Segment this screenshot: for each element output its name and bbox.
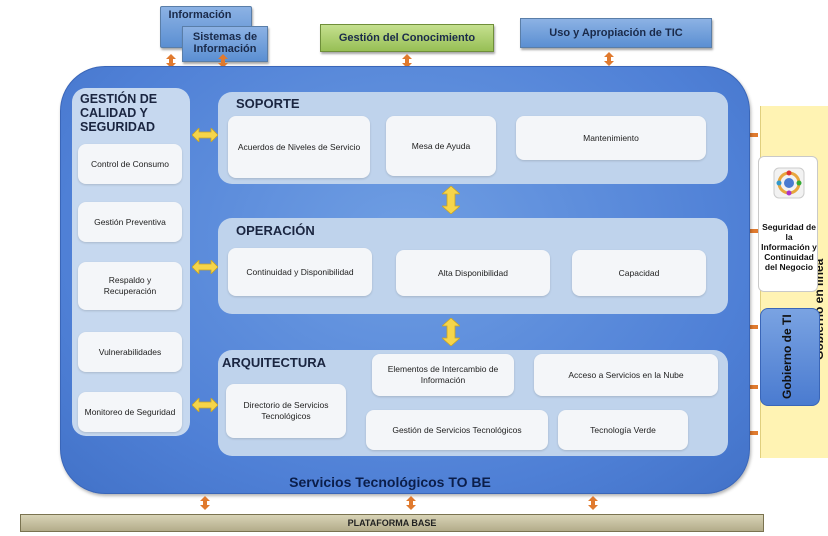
gestion-conocimiento-box: Gestión del Conocimiento — [320, 24, 494, 52]
arrow-uso-apropiacion — [604, 52, 614, 66]
main-caption: Servicios Tecnológicos TO BE — [289, 474, 491, 490]
gestion-servicios-item: Gestión de Servicios Tecnológicos — [366, 410, 548, 450]
acceso-nube-item: Acceso a Servicios en la Nube — [534, 354, 718, 396]
vulnerabilidades-item: Vulnerabilidades — [78, 332, 182, 372]
arrow-sistemas — [218, 54, 228, 68]
acuerdos-niveles-item: Acuerdos de Niveles de Servicio — [228, 116, 370, 178]
calidad-title: GESTIÓN DE CALIDAD Y SEGURIDAD — [80, 92, 158, 134]
uso-apropiacion-box: Uso y Apropiación de TIC — [520, 18, 712, 48]
plataforma-base-bar: PLATAFORMA BASE — [20, 514, 764, 532]
gobierno-ti-label: Gobierno de TI — [780, 314, 794, 400]
arrow-base-1 — [200, 496, 210, 510]
soporte-title: SOPORTE — [236, 96, 300, 111]
monitoreo-seguridad-item: Monitoreo de Seguridad — [78, 392, 182, 432]
respaldo-recuperacion-item: Respaldo y Recuperación — [78, 262, 182, 310]
elementos-intercambio-item: Elementos de Intercambio de Información — [372, 354, 514, 396]
operacion-title: OPERACIÓN — [236, 223, 315, 238]
arrow-base-2 — [406, 496, 416, 510]
seguridad-logo-icon — [773, 167, 805, 199]
double-arrow-soporte — [192, 128, 218, 142]
continuidad-disponibilidad-item: Continuidad y Disponibilidad — [228, 248, 372, 296]
vertical-arrow-2 — [442, 318, 460, 346]
tecnologia-verde-item: Tecnología Verde — [558, 410, 688, 450]
double-arrow-operacion — [192, 260, 218, 274]
seguridad-informacion-label: Seguridad de la Información y Continuida… — [761, 222, 817, 272]
arrow-base-3 — [588, 496, 598, 510]
arquitectura-title: ARQUITECTURA — [222, 355, 326, 370]
gestion-preventiva-item: Gestión Preventiva — [78, 202, 182, 242]
gobierno-ti-box — [760, 308, 820, 406]
mantenimiento-item: Mantenimiento — [516, 116, 706, 160]
vertical-arrow-1 — [442, 186, 460, 214]
double-arrow-arquitectura — [192, 398, 218, 412]
control-consumo-item: Control de Consumo — [78, 144, 182, 184]
informacion-label: Información — [168, 9, 232, 21]
mesa-ayuda-item: Mesa de Ayuda — [386, 116, 496, 176]
arrow-gestion-conocimiento — [402, 54, 412, 68]
capacidad-item: Capacidad — [572, 250, 706, 296]
directorio-servicios-item: Directorio de Servicios Tecnológicos — [226, 384, 346, 438]
arrow-informacion — [166, 54, 176, 68]
alta-disponibilidad-item: Alta Disponibilidad — [396, 250, 550, 296]
